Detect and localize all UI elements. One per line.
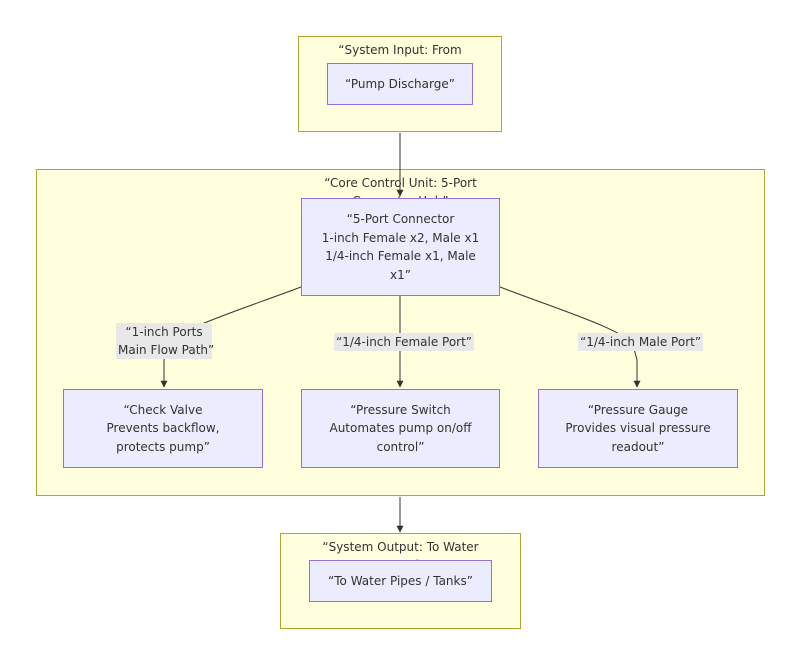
node-text-line: “Check Valve — [123, 402, 203, 417]
edge-label-quarter-female: “1/4-inch Female Port” — [334, 333, 475, 351]
node-text-line: “Pump Discharge” — [345, 76, 455, 91]
node-text-line: readout” — [611, 439, 665, 454]
node-5-port-connector: “5-Port Connector 1-inch Female x2, Male … — [301, 198, 500, 296]
node-text-line: Provides visual pressure — [565, 421, 711, 436]
edge-label-1-inch-ports: “1-inch Ports Main Flow Path” — [116, 323, 215, 359]
node-text-line: “Pressure Switch — [350, 402, 451, 417]
edge-label-quarter-male: “1/4-inch Male Port” — [578, 333, 704, 351]
edge-label-1-inch-line2: Main Flow Path” — [118, 343, 215, 357]
node-text-line: 1-inch Female x2, Male x1 — [321, 230, 480, 245]
node-text-line: Prevents backflow, — [106, 421, 220, 436]
node-text-line: “Pressure Gauge — [587, 402, 689, 417]
node-text-line: protects pump” — [116, 439, 210, 454]
edge-label-1-inch-line1: “1-inch Ports — [125, 325, 203, 339]
node-text-line: Automates pump on/off — [329, 421, 472, 436]
node-water-pipes-tanks: “To Water Pipes / Tanks” — [309, 560, 492, 602]
node-text-line: x1” — [390, 267, 411, 282]
node-text-line: “To Water Pipes / Tanks” — [328, 573, 473, 588]
node-text-line: “5-Port Connector — [346, 212, 455, 226]
node-pump-discharge: “Pump Discharge” — [327, 63, 473, 105]
node-text-line: 1/4-inch Female x1, Male — [325, 249, 476, 263]
node-text-line: control” — [376, 439, 425, 454]
